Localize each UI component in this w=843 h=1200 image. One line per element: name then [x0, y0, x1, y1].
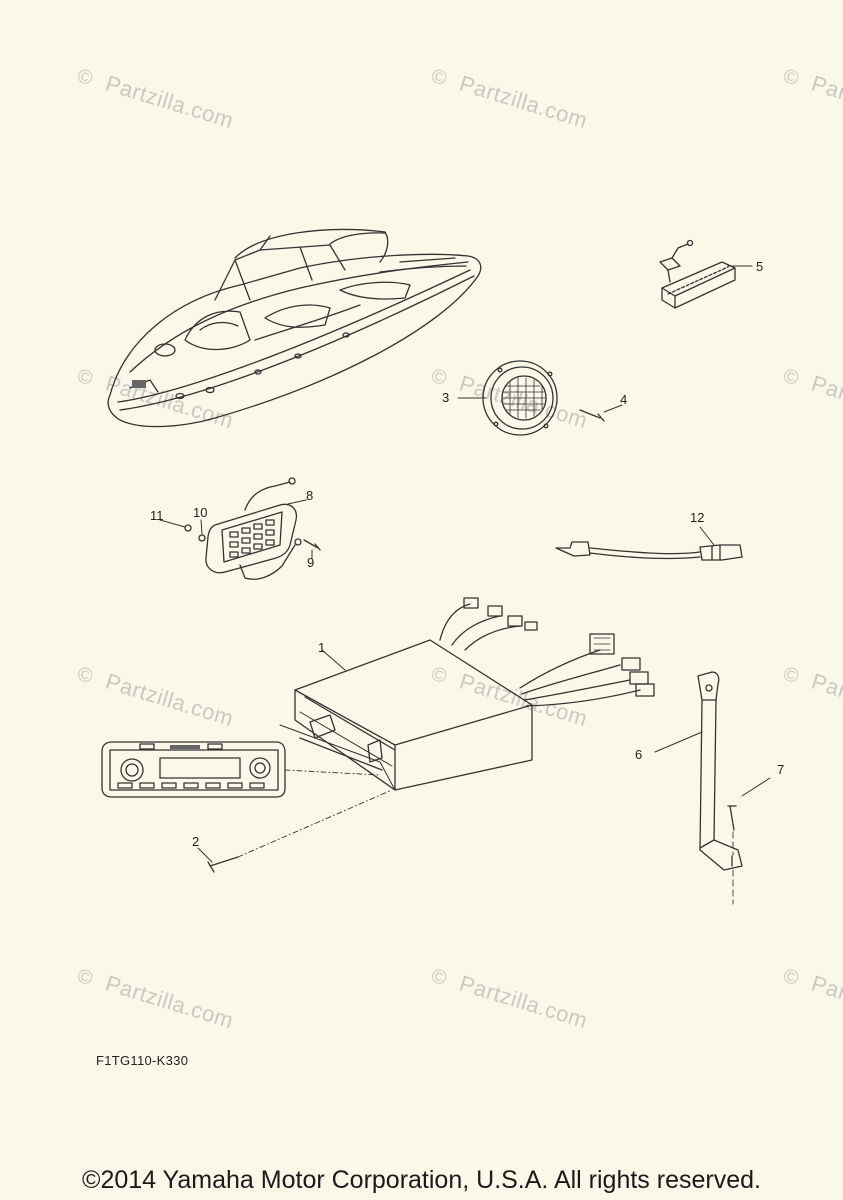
part-10-11-hardware — [159, 519, 206, 542]
callout-10: 10 — [193, 505, 208, 520]
callout-3: 3 — [442, 390, 450, 405]
callout-9: 9 — [307, 555, 315, 570]
part-4-screw — [579, 404, 623, 422]
callout-11: 11 — [150, 508, 164, 523]
callout-5: 5 — [756, 259, 764, 274]
part-7-screw — [727, 777, 771, 856]
boat-illustration — [107, 228, 482, 428]
callout-8: 8 — [306, 488, 314, 503]
callout-2: 2 — [192, 834, 200, 849]
part-1-stereo-unit — [279, 597, 655, 791]
part-6-bracket — [654, 671, 743, 905]
part-2-screw — [197, 789, 393, 873]
part-9-screw — [303, 539, 321, 559]
copyright-notice: ©2014 Yamaha Motor Corporation, U.S.A. A… — [82, 1166, 761, 1194]
diagram-code: F1TG110-K330 — [96, 1053, 189, 1068]
callout-1: 1 — [318, 640, 326, 655]
part-12-cable — [555, 526, 743, 561]
callout-12: 12 — [690, 510, 705, 525]
part-5-led-light — [659, 239, 753, 309]
callout-6: 6 — [635, 747, 643, 762]
faceplate-illustration — [101, 741, 381, 798]
part-3-speaker — [457, 360, 558, 436]
part-8-remote-keypad — [205, 477, 307, 580]
callout-4: 4 — [620, 392, 628, 407]
callout-7: 7 — [777, 762, 785, 777]
